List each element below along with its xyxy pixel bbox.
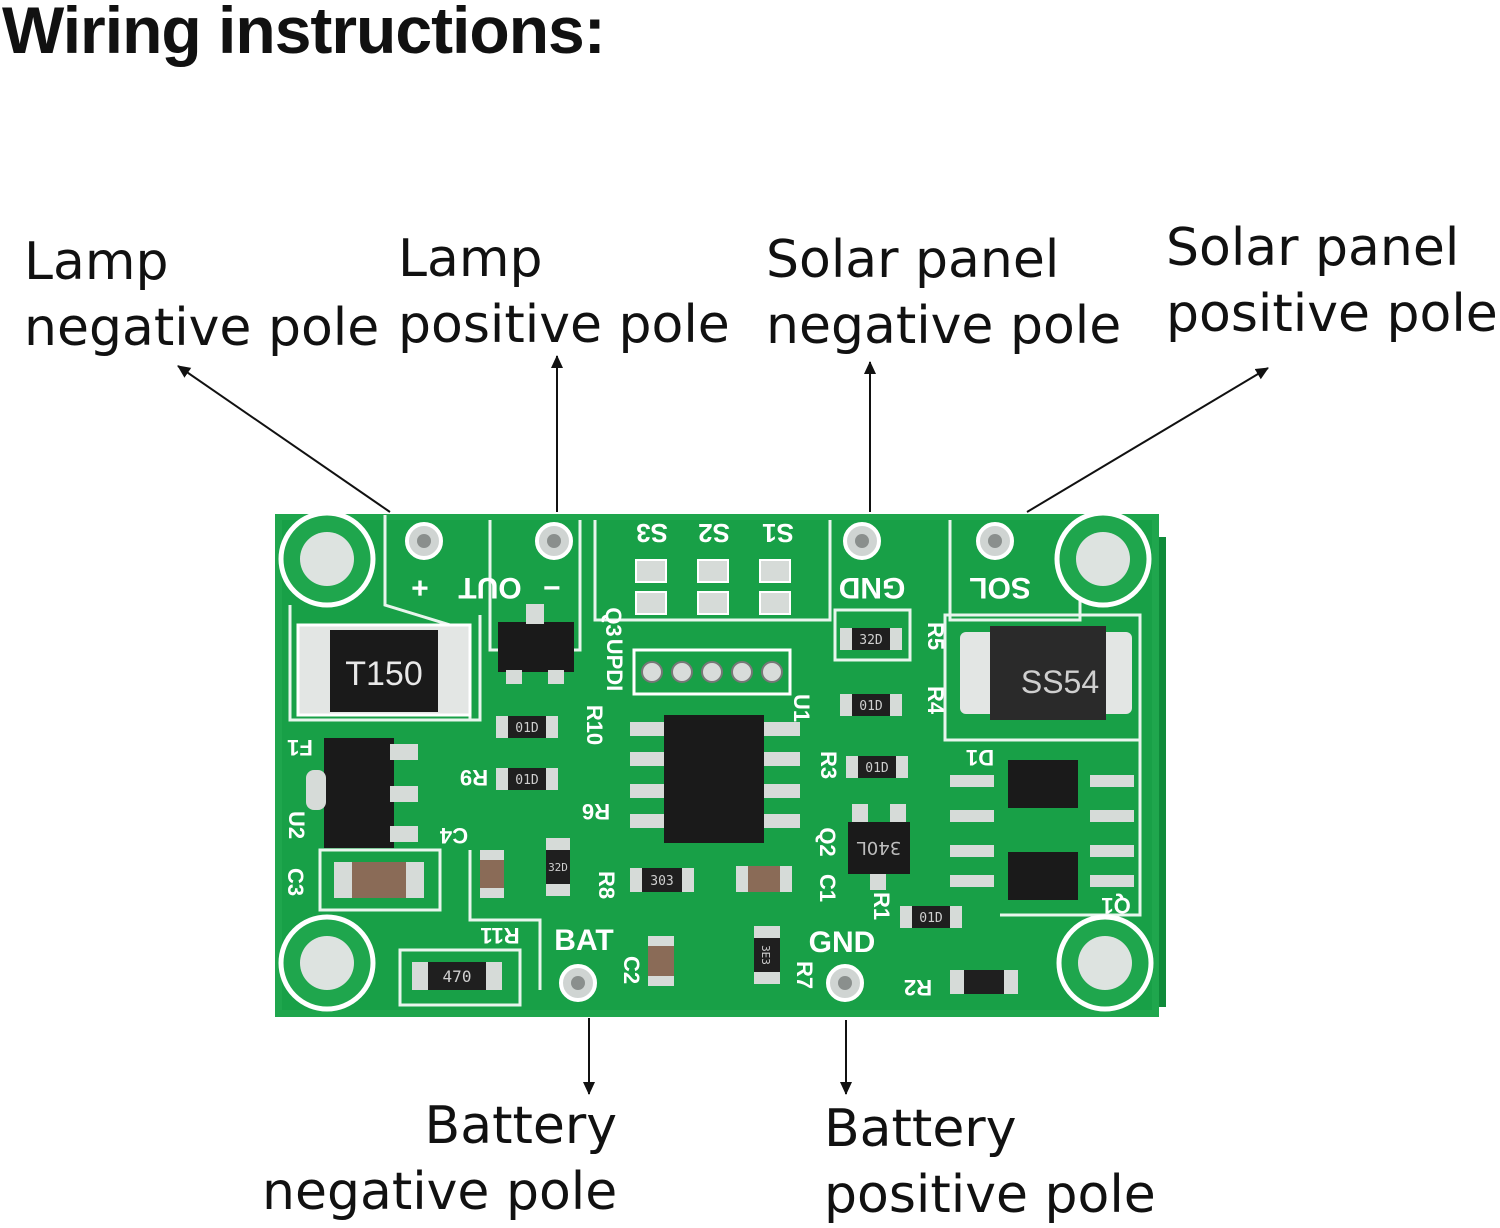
- svg-text:01D: 01D: [515, 721, 539, 736]
- resistor-01d-r9: 01D: [496, 768, 558, 790]
- silk-c2: C2: [619, 956, 644, 984]
- resistor-32d-r5: 32D: [840, 628, 902, 650]
- label-line: negative pole: [766, 296, 1122, 356]
- transistor-q2: 340L: [848, 804, 910, 890]
- silk-f1: F1: [287, 735, 313, 760]
- silk-u1: U1: [789, 694, 814, 722]
- label-line: negative pole: [262, 1162, 618, 1222]
- silk-r6: R6: [582, 799, 610, 824]
- label-solar-panel-positive-pole: Solar panel positive pole: [1166, 215, 1498, 347]
- resistor-01d-r1: 01D: [900, 906, 962, 928]
- silk-u2: U2: [284, 811, 309, 839]
- capacitor-c3: [334, 862, 424, 898]
- capacitor-c4: [480, 850, 504, 898]
- silk-s1: S1: [762, 518, 794, 548]
- silk-c4: C4: [439, 823, 468, 848]
- arrows: [177, 355, 1269, 1095]
- label-line: positive pole: [824, 1165, 1156, 1225]
- svg-text:3E3: 3E3: [759, 945, 772, 965]
- label-lamp-positive-pole: Lamp positive pole: [398, 226, 730, 358]
- label-line: positive pole: [1166, 284, 1498, 344]
- silk-r10: R10: [582, 705, 607, 745]
- silk-r7: R7: [792, 961, 817, 989]
- silk-plus: +: [411, 571, 429, 604]
- silk-q1: Q1: [1101, 893, 1130, 918]
- terminal-pads: [405, 522, 1014, 1002]
- silk-q2: Q2: [815, 827, 840, 856]
- label-line: Solar panel: [1166, 218, 1460, 278]
- label-battery-negative-pole: Battery negative pole: [262, 1093, 617, 1225]
- label-lamp-negative-pole: Lamp negative pole: [24, 229, 379, 361]
- mounting-holes: [278, 510, 1154, 1012]
- jumper-pads: [635, 559, 791, 615]
- updi-header: [632, 648, 792, 696]
- inductor-t150: T150: [296, 623, 472, 717]
- silk-r8: R8: [594, 871, 619, 899]
- resistor-32d-c4: 32D: [546, 838, 570, 896]
- resistor-01d-r3: 01D: [846, 756, 908, 778]
- silk-r11: R11: [480, 923, 519, 948]
- page-title: Wiring instructions:: [2, 0, 606, 67]
- label-line: Solar panel: [766, 230, 1060, 290]
- label-line: negative pole: [24, 298, 380, 358]
- diode-label: SS54: [1021, 664, 1099, 700]
- svg-text:470: 470: [443, 967, 472, 986]
- silk-r2: R2: [904, 975, 932, 1000]
- silk-bat: BAT: [554, 924, 613, 957]
- resistor-303: 303: [630, 868, 694, 892]
- silk-s2: S2: [698, 518, 730, 548]
- label-line: Lamp: [398, 229, 543, 289]
- label-line: positive pole: [398, 295, 730, 355]
- arrow-lamp-negative: [177, 365, 391, 513]
- capacitor-c2: [648, 936, 674, 986]
- label-battery-positive-pole: Battery positive pole: [824, 1096, 1156, 1228]
- regulator-u2: [306, 738, 418, 848]
- resistor-3e3: 3E3: [754, 926, 780, 984]
- arrow-solar-positive: [1026, 367, 1269, 513]
- silk-r5: R5: [923, 622, 948, 650]
- svg-text:32D: 32D: [859, 633, 883, 648]
- silkscreen-labels: OUT + − GND SOL S3 S2 S1 BAT GND UPDI Q3…: [283, 518, 1131, 1000]
- silk-updi: UPDI: [602, 639, 627, 692]
- pcb-board: T150 SS54: [275, 510, 1166, 1017]
- svg-text:01D: 01D: [919, 911, 943, 926]
- main-ic: [630, 715, 800, 843]
- silk-c3: C3: [283, 868, 308, 896]
- label-line: Battery: [424, 1096, 617, 1156]
- q2-marking: 340L: [857, 837, 901, 858]
- label-solar-panel-negative-pole: Solar panel negative pole: [766, 227, 1121, 359]
- transistor-q3: [498, 604, 574, 684]
- resistors: 470 32D 32D 01D 01D 01D: [412, 628, 1018, 994]
- silk-gnd-top: GND: [839, 571, 906, 604]
- inductor-label: T150: [345, 655, 423, 693]
- svg-text:01D: 01D: [865, 761, 889, 776]
- resistor-01d-r4: 01D: [840, 694, 902, 716]
- silk-r9: R9: [460, 765, 488, 790]
- silk-q3: Q3: [601, 607, 626, 636]
- svg-text:303: 303: [650, 874, 673, 889]
- resistor-01d-r10: 01D: [496, 716, 558, 738]
- silk-minus: −: [543, 571, 561, 604]
- silk-s3: S3: [636, 518, 668, 548]
- capacitor-c1: [736, 866, 792, 892]
- ic-package: [664, 715, 764, 843]
- silk-r4: R4: [923, 686, 948, 715]
- silk-r3: R3: [816, 751, 841, 779]
- diode-ss54: SS54: [960, 626, 1132, 720]
- label-line: Lamp: [24, 232, 169, 292]
- svg-text:01D: 01D: [515, 773, 539, 788]
- resistor-470: 470: [412, 962, 502, 990]
- silk-r1: R1: [869, 892, 894, 920]
- resistor-r2: [950, 970, 1018, 994]
- svg-text:32D: 32D: [548, 861, 568, 874]
- transistor-q1-chips: [950, 760, 1134, 900]
- silk-sol: SOL: [969, 571, 1031, 604]
- label-line: Battery: [824, 1099, 1017, 1159]
- silk-out: OUT: [458, 571, 521, 604]
- svg-text:01D: 01D: [859, 699, 883, 714]
- silk-c1: C1: [815, 874, 840, 902]
- silk-gnd-bottom: GND: [809, 926, 876, 959]
- silk-d1: D1: [966, 745, 994, 770]
